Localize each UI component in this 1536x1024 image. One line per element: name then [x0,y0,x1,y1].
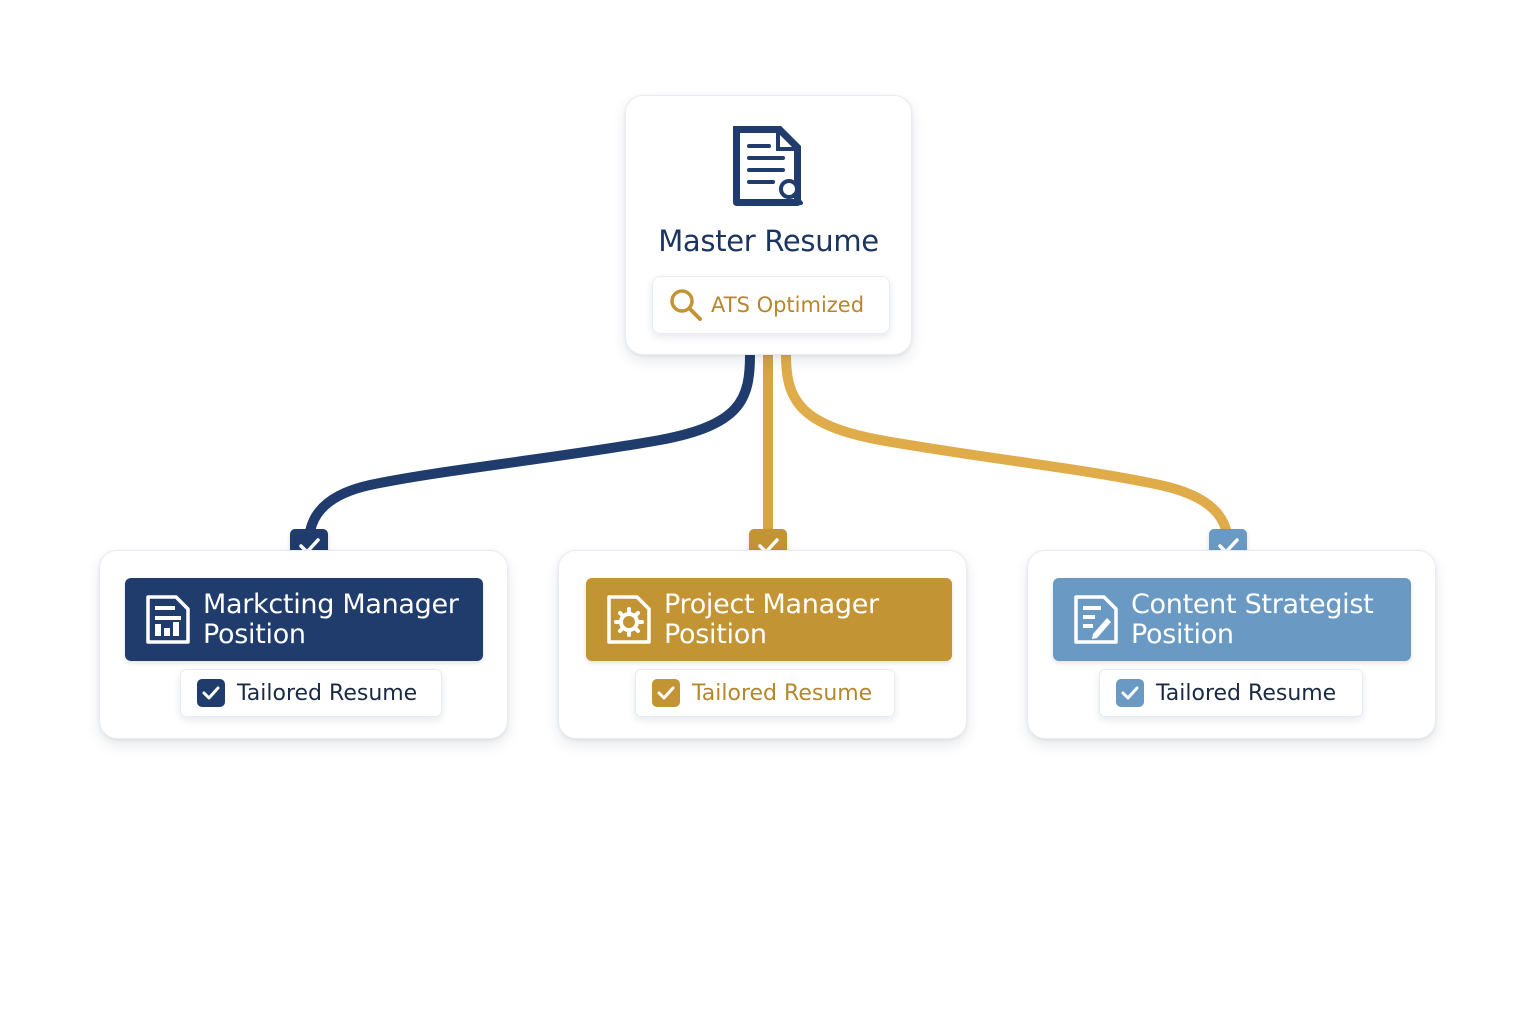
marketing-manager-title-line1: Markcting Manager [203,588,459,620]
content-strategist-title-line1: Content Strategist [1131,588,1374,620]
ats-optimized-label: ATS Optimized [711,293,865,317]
content-strategist-title-line2: Position [1131,618,1234,650]
project-manager-title-line1: Project Manager [664,588,879,620]
tailored-resume-tag: Tailored Resume [180,669,442,717]
magnifier-icon [670,289,702,321]
document-gear-icon [607,594,651,644]
document-edit-icon [1074,594,1118,644]
ats-optimized-badge: ATS Optimized [652,276,890,334]
tailored-resume-label: Tailored Resume [1156,680,1337,706]
tailored-resume-tag: Tailored Resume [635,669,895,717]
project-manager-title-line2: Position [664,618,767,650]
document-search-icon [733,126,803,206]
master-resume-card[interactable]: Master Resume ATS Optimized [625,95,912,355]
checkbox-checked-icon [1116,679,1144,707]
marketing-manager-banner: Markcting Manager Position [125,578,483,661]
tailored-resume-tag: Tailored Resume [1099,669,1363,717]
connector-light-gold [781,350,1233,545]
master-resume-title: Master Resume [658,224,879,258]
connector-navy [304,350,755,545]
project-manager-banner: Project Manager Position [586,578,952,661]
marketing-manager-card[interactable]: Markcting Manager Position Tailored Resu… [99,550,508,739]
tailored-resume-label: Tailored Resume [237,680,418,706]
checkbox-checked-icon [197,679,225,707]
document-chart-icon [146,594,190,644]
marketing-manager-title-line2: Position [203,618,306,650]
project-manager-card[interactable]: Project Manager Position Tailored Resume [558,550,967,739]
content-strategist-banner: Content Strategist Position [1053,578,1411,661]
checkbox-checked-icon [652,679,680,707]
content-strategist-card[interactable]: Content Strategist Position Tailored Res… [1027,550,1436,739]
tailored-resume-label: Tailored Resume [692,680,873,706]
